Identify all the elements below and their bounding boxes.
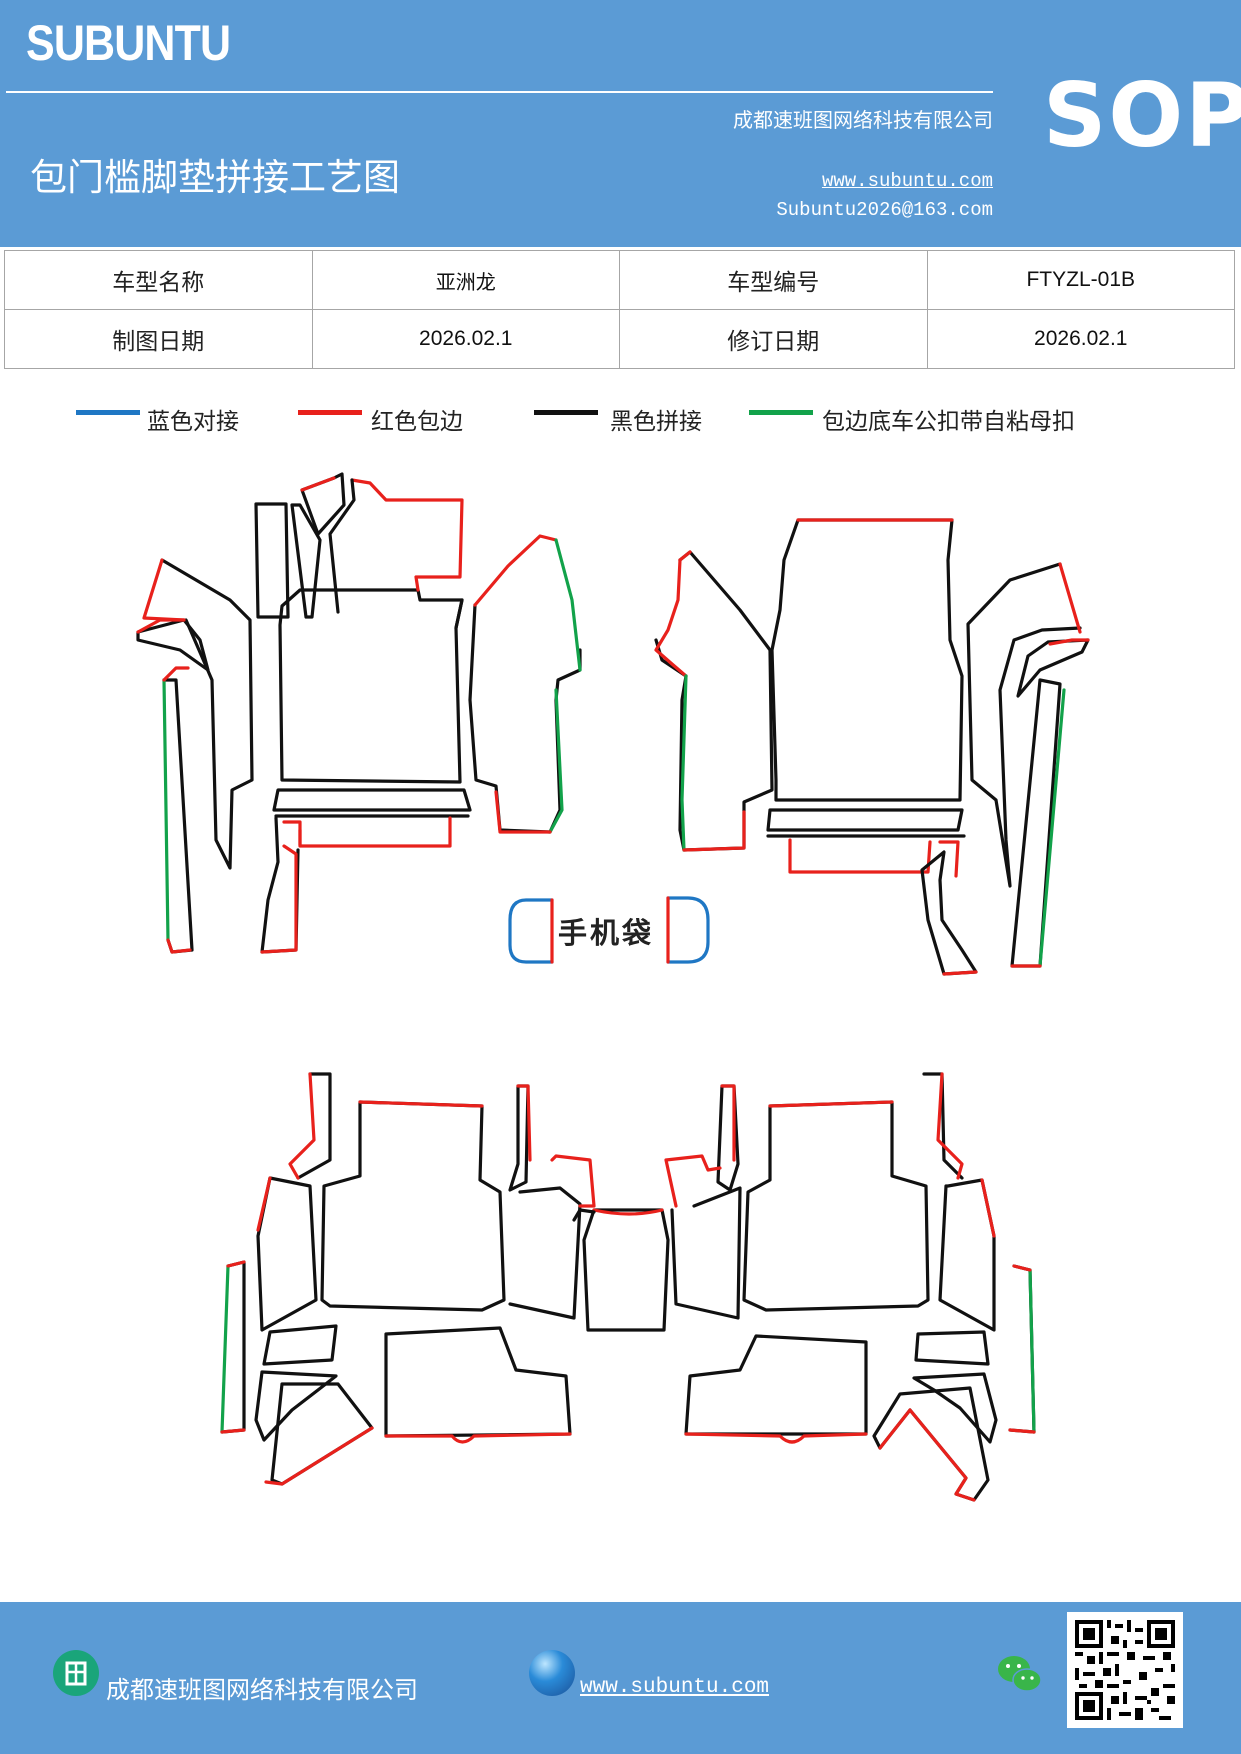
footer-company: 成都速班图网络科技有限公司: [106, 1676, 418, 1704]
header-url-link[interactable]: www.subuntu.com: [821, 170, 993, 192]
rear-right-mat-group: [664, 1072, 1036, 1502]
sop-badge: SOP: [1043, 64, 1241, 167]
footer-url-link[interactable]: www.subuntu.com: [580, 1676, 770, 1699]
wechat-glyph: [998, 1656, 1042, 1692]
front-right-mat-group: [654, 518, 1090, 976]
legend-swatch-blue: [76, 410, 140, 415]
value-model-code: FTYZL-01B: [926, 250, 1235, 310]
phone-bag-label: 手机袋: [558, 916, 655, 950]
rear-left-mat-group: [220, 1072, 596, 1486]
legend-swatch-green: [749, 410, 813, 415]
label-model-name: 车型名称: [4, 250, 313, 310]
table-row: 车型名称 亚洲龙 车型编号 FTYZL-01B: [4, 250, 1235, 310]
info-table: 车型名称 亚洲龙 车型编号 FTYZL-01B 制图日期 2026.02.1 修…: [4, 250, 1235, 369]
header-email: Subuntu2026@163.com: [776, 199, 993, 221]
legend-swatch-red: [298, 410, 362, 415]
value-revise-date: 2026.02.1: [926, 309, 1235, 369]
qr-code-pattern: [1067, 1612, 1183, 1728]
legend-label-red: 红色包边: [371, 409, 463, 435]
legend-label-blue: 蓝色对接: [147, 409, 239, 435]
header-company: 成都速班图网络科技有限公司: [733, 108, 993, 132]
label-revise-date: 修订日期: [619, 309, 928, 369]
front-left-mat-group: [136, 472, 582, 954]
globe-icon: [529, 1650, 575, 1696]
table-row: 制图日期 2026.02.1 修订日期 2026.02.1: [4, 309, 1235, 369]
legend-label-black: 黑色拼接: [610, 409, 702, 435]
header-divider: [6, 91, 993, 93]
brand-logo: SUBUNTU: [26, 15, 231, 71]
label-draw-date: 制图日期: [4, 309, 313, 369]
legend-swatch-black: [534, 410, 598, 415]
header-banner: [0, 0, 1241, 247]
wechat-icon: [995, 1652, 1045, 1702]
phone-bag-group: [508, 896, 710, 964]
building-glyph: [65, 1661, 87, 1686]
rear-center-mat: [572, 1208, 670, 1332]
building-icon: [53, 1650, 99, 1696]
label-model-code: 车型编号: [619, 250, 928, 310]
document-title: 包门槛脚垫拼接工艺图: [30, 156, 400, 199]
legend-label-green: 包边底车公扣带自粘母扣: [822, 409, 1075, 435]
value-model-name: 亚洲龙: [311, 250, 620, 310]
floor-mat-diagram: [136, 472, 1090, 1502]
qr-code: [1067, 1612, 1183, 1728]
value-draw-date: 2026.02.1: [311, 309, 620, 369]
